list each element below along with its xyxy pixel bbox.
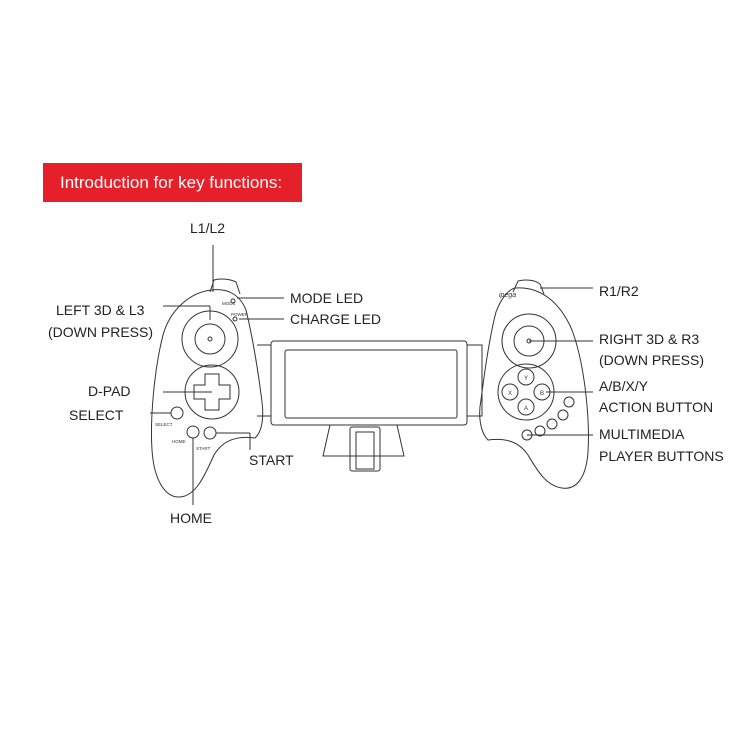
media-button-3: [546, 418, 558, 430]
label-r1-r2: R1/R2: [599, 283, 639, 299]
label-player-buttons: PLAYER BUTTONS: [599, 448, 724, 464]
charge-led-indicator: [232, 316, 238, 322]
media-button-5: [563, 396, 575, 408]
label-left-down-press: (DOWN PRESS): [48, 324, 153, 340]
device-brand-print: ipega: [499, 292, 516, 299]
phone-holder-frame: [270, 340, 468, 426]
label-l1-l2: L1/L2: [190, 220, 226, 236]
label-start: START: [249, 452, 294, 468]
right-arm: [467, 344, 483, 417]
label-action-button: ACTION BUTTON: [599, 399, 714, 415]
title-banner: Introduction for key functions:: [43, 163, 302, 202]
device-y-print: Y: [524, 376, 528, 382]
device-select-print: SELECT: [155, 422, 173, 427]
label-multimedia: MULTIMEDIA: [599, 426, 685, 442]
media-button-2: [534, 425, 546, 437]
label-home: HOME: [170, 510, 212, 526]
left-shoulder-button: [209, 278, 241, 295]
leader-lines: [150, 245, 593, 505]
d-pad-cross: [193, 373, 231, 411]
a-button: [517, 398, 535, 416]
label-mode-led: MODE LED: [290, 290, 364, 306]
y-button: [517, 368, 535, 386]
select-button: [170, 406, 184, 420]
device-home-print: HOME: [172, 439, 186, 444]
home-button: [186, 425, 200, 439]
phone-stand: [322, 424, 405, 457]
stand-clip-inner: [355, 431, 375, 470]
right-shoulder-button: [512, 279, 545, 295]
left-grip-outline: [150, 289, 264, 498]
media-button-4: [557, 409, 569, 421]
label-right-down-press: (DOWN PRESS): [599, 352, 704, 368]
start-button: [203, 426, 217, 440]
label-d-pad: D-PAD: [88, 383, 131, 399]
device-b-print: B: [540, 391, 544, 397]
x-button: [501, 383, 519, 401]
right-grip-outline: [479, 287, 589, 489]
device-a-print: A: [524, 406, 528, 412]
stand-clip: [349, 426, 381, 472]
device-start-print: START: [196, 446, 211, 451]
label-right-3d-r3: RIGHT 3D & R3: [599, 331, 700, 347]
device-mode-print: MODE: [222, 301, 236, 306]
label-left-3d-l3: LEFT 3D & L3: [56, 302, 145, 318]
label-select: SELECT: [69, 407, 124, 423]
label-charge-led: CHARGE LED: [290, 311, 382, 327]
device-power-print: POWER: [231, 312, 249, 317]
left-stick-dot: [207, 336, 213, 342]
phone-holder-inner: [284, 349, 458, 419]
mode-led-indicator: [230, 298, 236, 304]
left-stick-inner: [194, 323, 226, 355]
device-x-print: X: [508, 391, 512, 397]
label-abxy: A/B/X/Y: [599, 378, 649, 394]
